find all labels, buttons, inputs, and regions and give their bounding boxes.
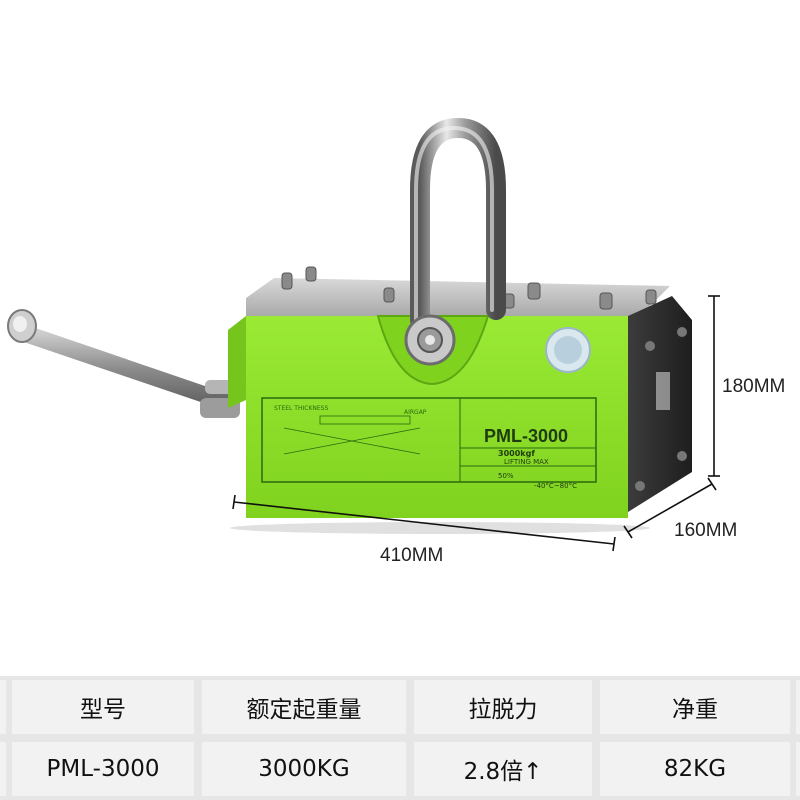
capacity-label: 3000kgf bbox=[498, 449, 535, 458]
table-edge-right bbox=[796, 680, 800, 734]
dimension-lines bbox=[232, 295, 720, 552]
depth-dimension-label: 160MM bbox=[674, 520, 738, 541]
lifting-magnet-illustration: STEEL THICKNESS AIRGAP PML-3000 3000kgf … bbox=[7, 117, 720, 552]
spec-table: 型号 额定起重量 拉脱力 净重 PML-3000 3000KG 2.8倍↑ 82… bbox=[0, 676, 800, 800]
temperature-label: -40°C~80°C bbox=[534, 482, 577, 490]
table-edge-left bbox=[0, 742, 6, 796]
magnet-body bbox=[246, 316, 628, 518]
height-dimension-label: 180MM bbox=[722, 376, 786, 397]
header-net-weight: 净重 bbox=[600, 680, 790, 734]
steel-thickness-label: STEEL THICKNESS bbox=[274, 405, 328, 412]
lifting-shackle bbox=[404, 117, 506, 366]
length-dimension-label: 410MM bbox=[380, 545, 444, 566]
percent-label: 50% bbox=[498, 472, 514, 480]
header-rated-capacity: 额定起重量 bbox=[202, 680, 406, 734]
model-label: PML-3000 bbox=[484, 426, 568, 446]
header-model: 型号 bbox=[12, 680, 194, 734]
value-rated-capacity: 3000KG bbox=[202, 742, 406, 796]
airgap-label: AIRGAP bbox=[404, 409, 427, 416]
spec-label-panel: STEEL THICKNESS AIRGAP PML-3000 3000kgf … bbox=[261, 397, 597, 490]
lifting-max-label: LIFTING MAX bbox=[504, 458, 549, 466]
value-model: PML-3000 bbox=[12, 742, 194, 796]
table-edge-right bbox=[796, 742, 800, 796]
value-net-weight: 82KG bbox=[600, 742, 790, 796]
release-handle bbox=[7, 309, 240, 418]
value-pull-off-force: 2.8倍↑ bbox=[414, 742, 592, 796]
top-plate bbox=[246, 278, 670, 316]
header-pull-off-force: 拉脱力 bbox=[414, 680, 592, 734]
table-edge-left bbox=[0, 680, 6, 734]
product-image-area: STEEL THICKNESS AIRGAP PML-3000 3000kgf … bbox=[7, 117, 786, 566]
